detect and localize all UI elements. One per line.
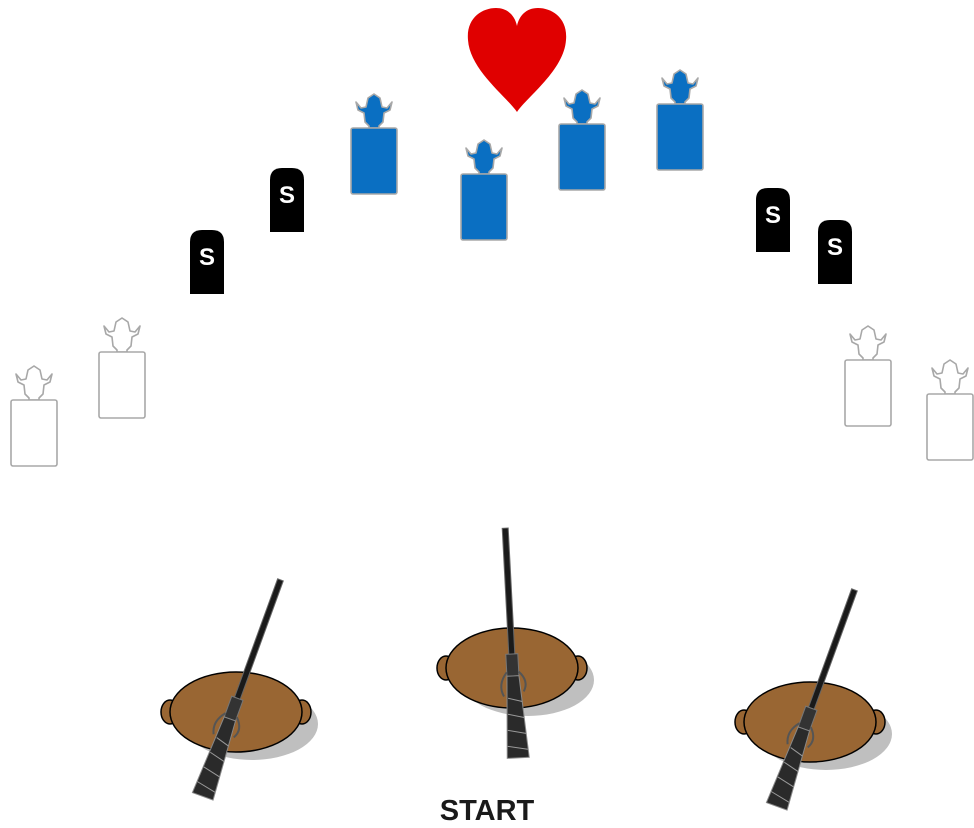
outlaw-target-7[interactable] — [556, 88, 608, 192]
svg-text:S: S — [279, 182, 295, 209]
turret-center[interactable] — [436, 540, 606, 770]
turret-left[interactable] — [160, 584, 330, 814]
svg-text:S: S — [765, 202, 781, 229]
svg-text:S: S — [199, 244, 215, 271]
start-button[interactable]: START — [437, 795, 537, 827]
outlaw-target-5[interactable] — [348, 92, 400, 196]
turret-right[interactable] — [734, 594, 904, 824]
outlaw-target-12[interactable] — [924, 358, 974, 462]
tombstone-target-4: S — [268, 166, 306, 234]
outlaw-target-8[interactable] — [654, 68, 706, 172]
tombstone-target-9: S — [754, 186, 792, 254]
outlaw-target-6[interactable] — [458, 138, 510, 242]
outlaw-target-1[interactable] — [8, 364, 60, 468]
svg-text:S: S — [827, 234, 843, 261]
tombstone-target-10: S — [816, 218, 854, 286]
outlaw-target-11[interactable] — [842, 324, 894, 428]
heart-icon — [466, 6, 568, 114]
outlaw-target-2[interactable] — [96, 316, 148, 420]
tombstone-target-3: S — [188, 228, 226, 296]
